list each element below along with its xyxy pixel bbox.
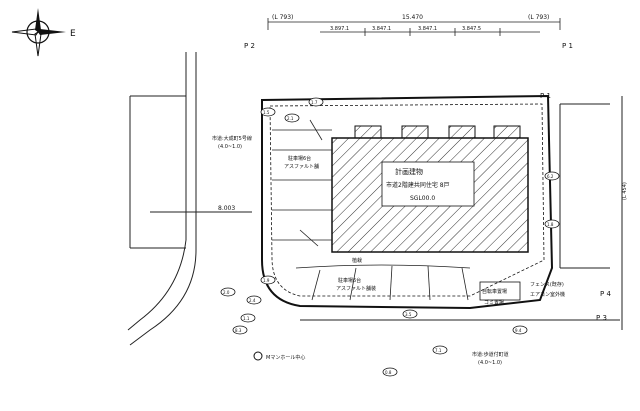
- spot-marker-label: 1.7: [311, 100, 318, 105]
- balcony-1: [354, 125, 382, 139]
- dim-top-left: (L 793): [272, 14, 293, 21]
- top-dimensions: [267, 18, 561, 36]
- spot-marker: 1.8: [544, 219, 560, 229]
- parking-bottom-label: 駐車場6台: [338, 277, 361, 284]
- spot-marker-label: 9.4: [515, 328, 522, 333]
- spot-marker: 2.4: [246, 295, 262, 305]
- balconies: [354, 125, 521, 139]
- balcony-4: [493, 125, 521, 139]
- compass-east-arrow-icon: [38, 29, 66, 35]
- spot-marker-label: 1.9: [263, 278, 270, 283]
- legend-note-2: エアコン室外機: [530, 291, 565, 298]
- dim-left-road: 8.003: [218, 205, 235, 212]
- spot-markers: 1.5 2.1 1.7 1.9 2.4 1.1 8.3 2.0 1.8 6.2 3.5 9.4 7.1 0…: [220, 97, 560, 377]
- dim-right-vert: (L 454): [622, 182, 628, 200]
- parking-top: [272, 119, 332, 247]
- compass-east-label: E: [70, 29, 76, 39]
- parking-top-label: 駐車場6台: [288, 155, 311, 162]
- spot-marker-label: 6.2: [547, 174, 554, 179]
- manhole-icon: [253, 351, 263, 361]
- survey-point-p1-top: P 1: [562, 42, 573, 50]
- spot-marker: 0.8: [382, 367, 398, 377]
- spot-marker: 8.3: [232, 325, 248, 335]
- road-left-label: 市道:大成町5号線: [212, 135, 252, 142]
- dim-seg-3: 3.847.1: [418, 26, 437, 32]
- building-subtitle: 市道2階建共同住宅 8戸: [386, 181, 450, 189]
- road-bottom-sublabel: (4.0~1.0): [478, 360, 502, 366]
- spot-marker: 2.1: [284, 113, 300, 123]
- site-inner-fence: [269, 103, 545, 297]
- bike-label: 自転車置場: [482, 288, 507, 295]
- survey-point-p3: P 3: [596, 314, 607, 322]
- road-left-sublabel: (4.0~1.0): [218, 144, 242, 150]
- survey-point-p2-top: P 2: [244, 42, 255, 50]
- spot-marker-label: 1.8: [547, 222, 554, 227]
- compass-north-arrow-icon: [35, 8, 41, 32]
- road-bottom-label: 市道:歩道付町道: [472, 351, 509, 358]
- legend-note-1: フェンス(既存): [530, 281, 564, 288]
- spot-marker: 1.9: [260, 275, 276, 285]
- left-road: [127, 52, 252, 346]
- spot-marker-label: 1.5: [263, 110, 270, 115]
- garbage-label: ゴミ置場: [484, 299, 504, 306]
- spot-marker-label: 2.1: [287, 116, 294, 121]
- dim-top-total: 15.470: [402, 14, 423, 21]
- dim-seg-1: 3.897.1: [330, 26, 349, 32]
- manhole-label: Mマンホール中心: [266, 354, 305, 361]
- spot-marker-label: 3.5: [405, 312, 412, 317]
- spot-marker: 6.2: [544, 171, 560, 181]
- spot-marker-label: 8.3: [235, 328, 242, 333]
- spot-marker-label: 2.0: [223, 290, 230, 295]
- site-boundary: [261, 94, 554, 310]
- spot-marker: 9.4: [512, 325, 528, 335]
- compass-west-arrow-icon: [11, 28, 39, 36]
- parking-bottom-sublabel: アスファルト舗装: [336, 285, 376, 292]
- parking-bottom: [295, 264, 471, 301]
- spot-marker-label: 0.8: [385, 370, 392, 375]
- bike-area: [479, 281, 521, 301]
- spot-marker: 1.5: [260, 107, 276, 117]
- balcony-2: [401, 125, 429, 139]
- compass: E: [11, 8, 76, 57]
- survey-point-p4: P 4: [600, 290, 611, 298]
- spot-marker-label: 1.1: [243, 316, 250, 321]
- right-neighbor: [559, 96, 623, 330]
- compass-south-arrow-icon: [34, 31, 42, 57]
- spot-marker: 7.1: [432, 345, 448, 355]
- spot-marker: 1.1: [240, 313, 256, 323]
- spot-marker: 3.5: [402, 309, 418, 319]
- spot-marker: 1.7: [308, 97, 324, 107]
- dim-top-right: (L 793): [528, 14, 549, 21]
- building-label-box: [381, 161, 475, 207]
- parking-top-sublabel: アスファルト舗: [284, 163, 319, 170]
- balcony-3: [448, 125, 476, 139]
- dim-seg-4: 3.847.5: [462, 26, 481, 32]
- garden-label: 植栽: [352, 257, 362, 264]
- dim-seg-2: 3.847.1: [372, 26, 391, 32]
- building-area: SGL00.0: [410, 195, 435, 202]
- spot-marker-label: 2.4: [249, 298, 256, 303]
- spot-marker: 2.0: [220, 287, 236, 297]
- spot-marker-label: 7.1: [435, 348, 442, 353]
- building-title: 計画建物: [395, 167, 423, 176]
